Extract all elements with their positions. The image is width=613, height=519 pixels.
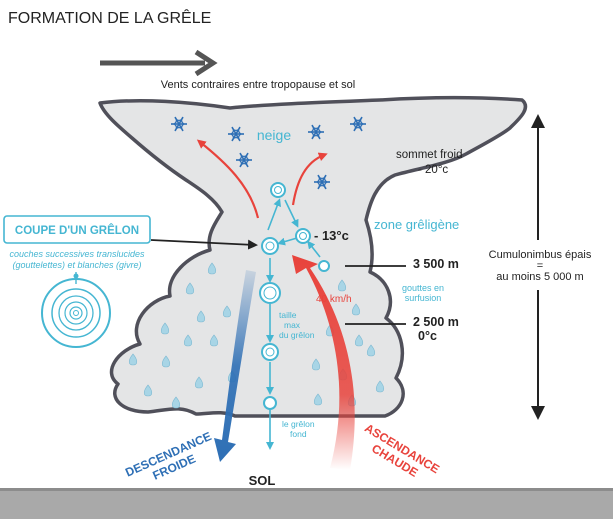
grelon-fond-line1: le grêlon <box>282 419 315 429</box>
coupe-arrow-icon <box>150 239 258 250</box>
raindrop-icon <box>185 282 195 295</box>
warm-updraft-arrow-icon <box>292 255 355 470</box>
altitude-3500-label: 3 500 m <box>413 257 459 271</box>
hailstone-icon <box>318 260 330 272</box>
sol-label: SOL <box>249 473 276 488</box>
hailstone-icon <box>261 343 279 361</box>
raindrop-icon <box>196 310 206 323</box>
hailstone-icon <box>295 228 311 244</box>
raindrop-icon <box>161 355 171 368</box>
hailstone-cross-section-icon <box>41 278 111 348</box>
raindrop-icon <box>194 376 204 389</box>
altitude-0c-label: 0°c <box>418 329 437 343</box>
gouttes-line1: gouttes en <box>402 283 444 293</box>
raindrop-icon <box>313 393 323 406</box>
taille-line1: taille <box>279 310 297 320</box>
raindrop-icon <box>375 380 385 393</box>
ground-surface-top <box>0 488 613 491</box>
winds-label: Vents contraires entre tropopause et sol <box>161 79 355 91</box>
red-arrow-left-icon <box>196 139 260 219</box>
hailstone-icon <box>261 237 279 255</box>
raindrop-icon <box>354 334 364 347</box>
raindrop-icon <box>209 334 219 347</box>
snowflake-icon <box>171 116 187 132</box>
taille-line3: du grêlon <box>279 330 315 340</box>
neige-label: neige <box>257 127 291 143</box>
descendance-label-group: DESCENDANCE FROIDE <box>123 429 213 483</box>
raindrop-icon <box>171 396 181 409</box>
raindrop-icon <box>128 353 138 366</box>
hailstone-icon <box>270 182 286 198</box>
hailstone-group <box>259 182 330 410</box>
raindrop-icon <box>160 322 170 335</box>
taille-line2: max <box>284 320 301 330</box>
coupe-desc-line1: couches successives translucides <box>9 249 145 259</box>
snowflake-icon <box>308 124 324 140</box>
raindrop-icon <box>366 344 376 357</box>
raindrop-icon <box>337 279 347 292</box>
zone-gregigene-label: zone grêligène <box>374 217 459 232</box>
ascendance-label-group: ASCENDANCE CHAUDE <box>362 421 442 480</box>
wind-speed-label: 40 km/h <box>316 294 352 305</box>
cumulonimbus-label-bg <box>488 240 596 290</box>
red-arrow-right-icon <box>291 152 328 206</box>
ground-surface <box>0 491 613 519</box>
raindrop-icon <box>183 334 193 347</box>
cumulonimbus-line1: Cumulonimbus épais <box>489 249 592 261</box>
raindrop-icon <box>207 262 217 275</box>
grelon-fond-line2: fond <box>290 429 307 439</box>
sommet-temp-label: - 20°c <box>418 164 448 176</box>
snowflake-icon <box>314 174 330 190</box>
snowflake-icon <box>236 152 252 168</box>
wind-arrow-icon <box>100 49 218 77</box>
hail-path-arrows <box>266 198 321 450</box>
snowflake-icon <box>228 126 244 142</box>
cumulonimbus-cloud <box>98 96 528 418</box>
altitude-2500-label: 2 500 m <box>413 315 459 329</box>
raindrop-icon <box>351 303 361 316</box>
coupe-connector-dot-icon <box>73 273 79 279</box>
snowflake-icon <box>350 116 366 132</box>
sommet-froid-label: sommet froid <box>396 149 462 161</box>
raindrop-icon <box>222 305 232 318</box>
cumulonimbus-line3: au moins 5 000 m <box>496 271 583 283</box>
coupe-title: COUPE D'UN GRÊLON <box>15 224 139 237</box>
snowflake-group <box>171 116 366 190</box>
hailstone-icon <box>259 282 281 304</box>
hailstone-icon <box>263 396 277 410</box>
cold-downdraft-arrow-icon <box>214 270 256 462</box>
temp-13-label: - 13°c <box>314 228 349 243</box>
gouttes-line2: surfusion <box>405 293 442 303</box>
diagram-title: FORMATION DE LA GRÊLE <box>8 8 211 27</box>
coupe-box <box>3 215 151 244</box>
cumulonimbus-line2: = <box>537 260 543 272</box>
raindrop-icon <box>143 384 153 397</box>
coupe-desc-line2: (gouttelettes) et blanches (givre) <box>12 260 141 270</box>
raindrop-icon <box>311 358 321 371</box>
